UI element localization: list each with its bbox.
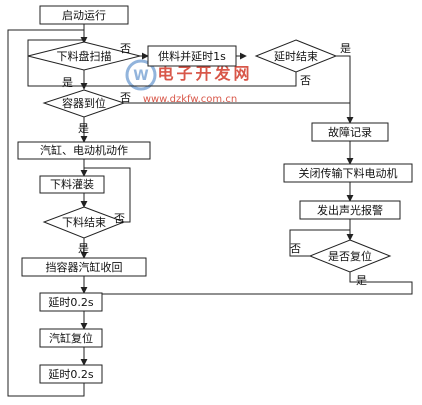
label-stop-conveyor: 关闭传输下料电动机 bbox=[299, 166, 398, 180]
node-delay-b bbox=[39, 364, 103, 384]
label-fault-log: 故障记录 bbox=[328, 125, 372, 139]
edge-no-container: 否 bbox=[120, 91, 131, 104]
edge-yes-reset: 是 bbox=[356, 274, 367, 287]
edge-yes-container: 是 bbox=[78, 122, 89, 135]
node-fault-log bbox=[311, 122, 389, 142]
label-alarm: 发出声光报警 bbox=[317, 203, 383, 217]
edge-yes-delay: 是 bbox=[340, 42, 351, 55]
label-filling: 下料灌装 bbox=[50, 177, 94, 191]
node-stop-conveyor bbox=[283, 163, 413, 183]
edge-yes-hopper: 是 bbox=[62, 76, 73, 89]
watermark-url: www.dzkfw.com.cn bbox=[143, 94, 237, 105]
node-alarm bbox=[299, 200, 401, 220]
label-cylinder-motor: 汽缸、电动机动作 bbox=[40, 143, 128, 157]
watermark-brand: 电子开发网 bbox=[157, 64, 252, 83]
node-feed-delay bbox=[147, 45, 237, 67]
label-retract-stopper: 挡容器汽缸收回 bbox=[46, 260, 123, 274]
node-filling bbox=[39, 175, 105, 194]
node-start bbox=[39, 5, 129, 25]
label-delay-b: 延时0.2s bbox=[48, 368, 93, 381]
node-cylinder-reset bbox=[39, 328, 103, 348]
node-cylinder-motor bbox=[17, 141, 151, 160]
edge-no-reset: 否 bbox=[290, 242, 301, 255]
watermark: W 电子开发网 www.dzkfw.com.cn bbox=[125, 59, 252, 105]
node-is-reset bbox=[308, 239, 392, 273]
label-is-reset: 是否复位 bbox=[328, 249, 372, 263]
node-retract-stopper bbox=[21, 257, 147, 277]
node-delay-a bbox=[39, 292, 103, 312]
label-container-in-place: 容器到位 bbox=[62, 96, 106, 110]
label-feed-delay: 供料并延时1s bbox=[158, 49, 226, 63]
node-hopper-check bbox=[27, 41, 141, 71]
svg-text:W: W bbox=[133, 68, 148, 84]
label-delay-done: 延时结束 bbox=[274, 50, 318, 63]
edge-yes-filling: 是 bbox=[78, 242, 89, 255]
label-cylinder-reset: 汽缸复位 bbox=[49, 331, 93, 345]
edge-no-hopper: 否 bbox=[120, 42, 131, 55]
label-start: 启动运行 bbox=[62, 9, 106, 22]
node-filling-done bbox=[42, 206, 126, 239]
node-delay-done bbox=[254, 39, 338, 73]
edge-no-filling: 否 bbox=[114, 212, 125, 225]
edge-no-delay: 否 bbox=[300, 74, 311, 87]
node-container-in-place bbox=[42, 89, 126, 118]
label-hopper-check: 下料盘扫描 bbox=[57, 49, 112, 63]
label-delay-a: 延时0.2s bbox=[48, 296, 93, 309]
label-filling-done: 下料结束 bbox=[62, 215, 106, 229]
